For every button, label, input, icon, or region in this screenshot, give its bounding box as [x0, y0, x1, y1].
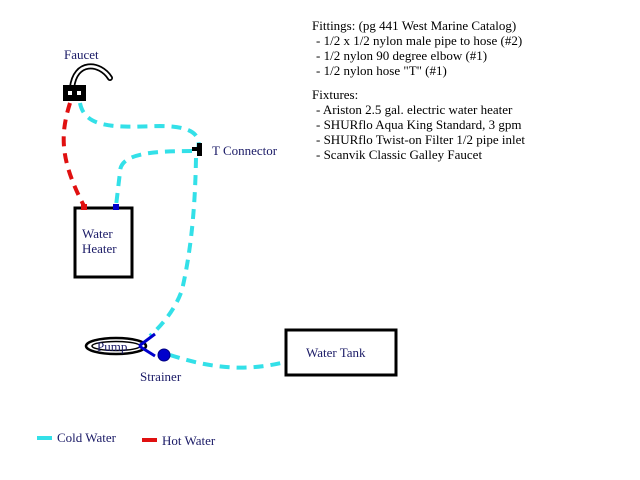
t-connector-label: T Connector: [212, 143, 278, 158]
fixtures-item: - Ariston 2.5 gal. electric water heater: [316, 102, 513, 117]
water-heater-label-line1: Water: [82, 226, 113, 241]
fixtures-item: - SHURflo Aqua King Standard, 3 gpm: [316, 117, 521, 132]
fixtures-item: - Scanvik Classic Galley Faucet: [316, 147, 482, 162]
cold-line-strainer-to-tank: [169, 353, 286, 370]
strainer-icon: [157, 348, 171, 362]
cold-line-t-to-heater: [114, 149, 193, 207]
faucet-label: Faucet: [64, 47, 99, 62]
pump-label: Pump: [97, 339, 127, 354]
legend-cold-label: Cold Water: [57, 430, 117, 445]
faucet-icon: [63, 85, 86, 101]
fittings-item: - 1/2 nylon hose "T" (#1): [316, 63, 447, 78]
fittings-heading: Fittings: (pg 441 West Marine Catalog): [312, 18, 516, 33]
fittings-item: - 1/2 nylon 90 degree elbow (#1): [316, 48, 487, 63]
hot-water-line: [61, 102, 86, 207]
legend-hot-label: Hot Water: [162, 433, 216, 448]
water-tank-label: Water Tank: [306, 345, 366, 360]
water-heater-box: [73, 206, 134, 279]
pump-fitting: [138, 332, 156, 348]
cold-line-faucet-to-t: [78, 102, 201, 151]
cold-line-t-to-pump: [148, 157, 198, 338]
t-connector-icon: [197, 143, 202, 156]
water-heater-label-line2: Heater: [82, 241, 117, 256]
fixtures-item: - SHURflo Twist-on Filter 1/2 pipe inlet: [316, 132, 525, 147]
strainer-label: Strainer: [140, 369, 182, 384]
fittings-item: - 1/2 x 1/2 nylon male pipe to hose (#2): [316, 33, 522, 48]
heater-cold-fitting: [113, 204, 119, 210]
heater-hot-fitting: [81, 204, 87, 210]
water-tank-box: [284, 328, 398, 377]
fixtures-heading: Fixtures:: [312, 87, 358, 102]
faucet-spout: [69, 63, 113, 91]
